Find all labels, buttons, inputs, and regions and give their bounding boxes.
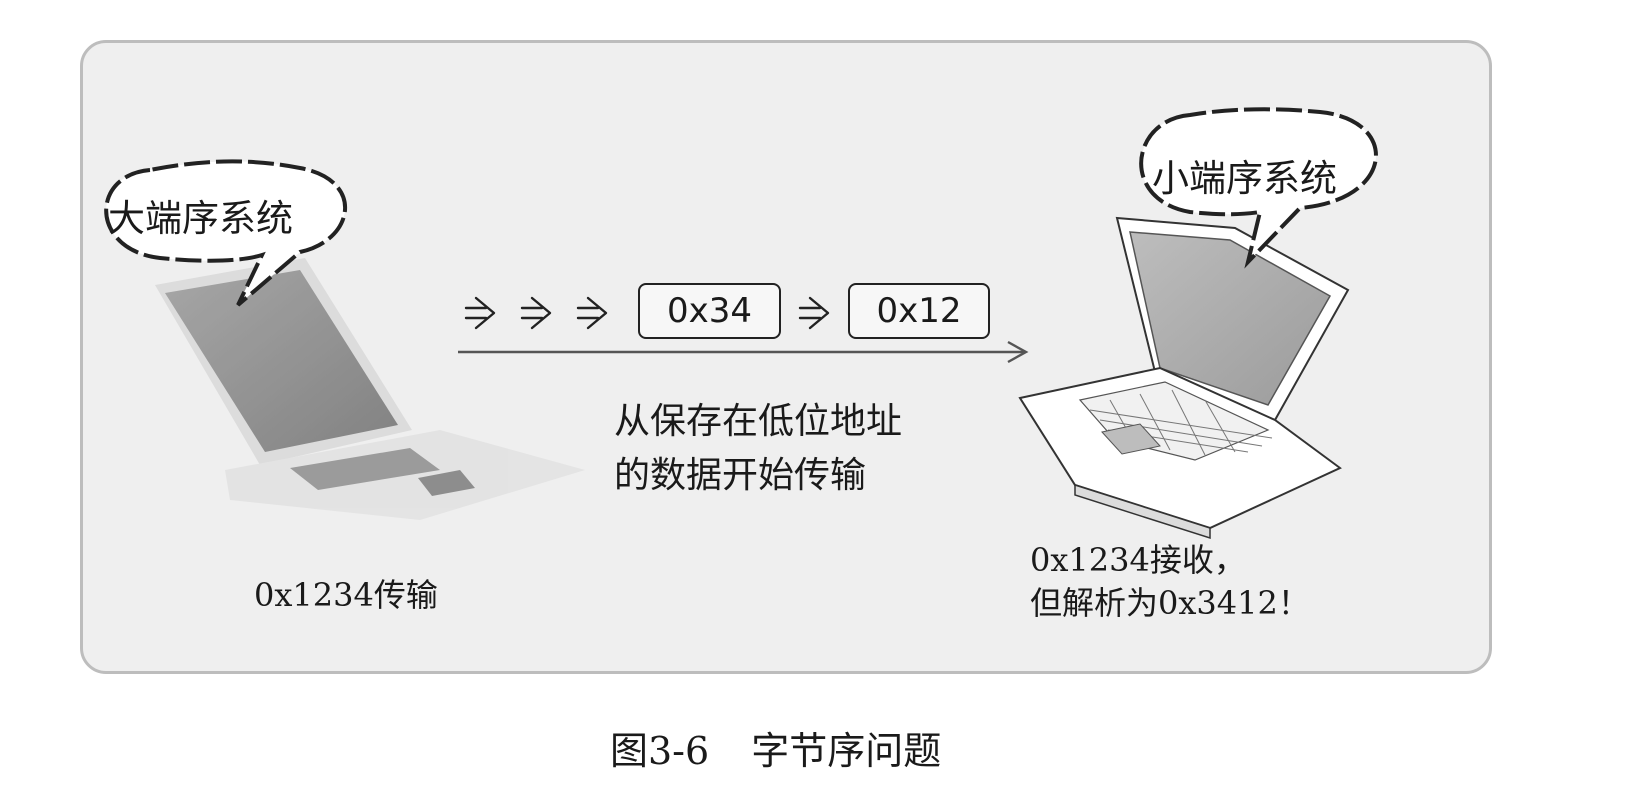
transfer-note-line2: 的数据开始传输 — [614, 455, 867, 496]
byte-box-first: 0x34 — [638, 283, 781, 339]
receiver-laptop-icon — [1018, 216, 1350, 540]
sender-caption: 0x1234传输 — [254, 576, 438, 614]
byte-box-second: 0x12 — [848, 283, 990, 339]
double-arrow-icon — [520, 296, 552, 330]
double-arrow-icon — [464, 296, 496, 330]
figure-title: 字节序问题 — [751, 729, 942, 773]
sender-bubble-label: 大端序系统 — [108, 197, 293, 240]
figure-number: 图3-6 — [610, 729, 710, 773]
figure-caption: 图3-6 字节序问题 — [610, 720, 941, 775]
transfer-note-line1: 从保存在低位地址 — [614, 401, 903, 442]
transfer-arrow — [458, 340, 1029, 364]
sender-laptop-icon — [155, 258, 585, 520]
sender-speech-bubble — [104, 159, 347, 307]
receiver-caption-line1: 0x1234接收， — [1030, 541, 1246, 579]
receiver-speech-bubble — [1139, 107, 1378, 269]
receiver-bubble-label: 小端序系统 — [1152, 157, 1337, 200]
double-arrow-icon — [576, 296, 608, 330]
receiver-caption-line2: 但解析为0x3412！ — [1030, 584, 1310, 622]
double-arrow-icon — [798, 296, 830, 330]
